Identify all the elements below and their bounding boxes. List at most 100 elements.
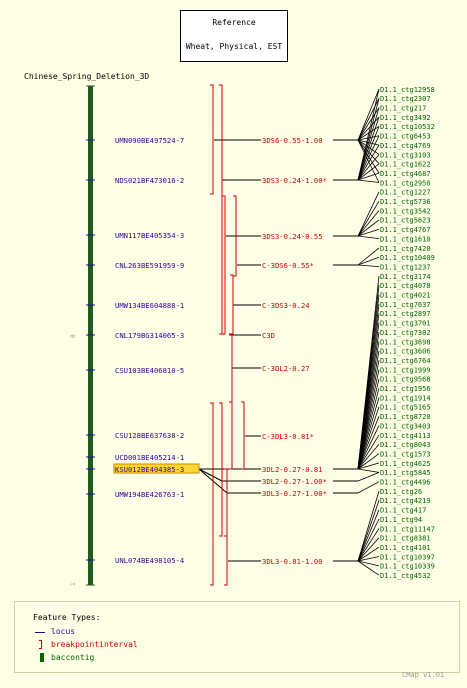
contig-connector: [357, 88, 380, 141]
contig-label[interactable]: D1.1_ctg3606: [380, 348, 431, 356]
locus-label[interactable]: UMW194BE426763-1: [115, 490, 184, 499]
interval-label[interactable]: C3D: [262, 331, 275, 340]
locus-label[interactable]: UCD001BE405214-1: [115, 453, 184, 462]
contig-label[interactable]: D1.1_ctg8728: [380, 413, 431, 421]
interval-label[interactable]: 3DL3-0.27-1.00*: [262, 489, 327, 498]
locus-label[interactable]: UMN090BE497524-7: [115, 136, 184, 145]
contig-label[interactable]: D1.1_ctg3403: [380, 422, 431, 430]
interval-bracket[interactable]: [233, 195, 237, 277]
contig-label[interactable]: D1.1_ctg4021: [380, 292, 431, 300]
contig-label[interactable]: D1.1_ctg4101: [380, 544, 431, 552]
contig-label[interactable]: D1.1_ctg9568: [380, 376, 431, 384]
contig-label[interactable]: D1.1_ctg3174: [380, 273, 431, 281]
contig-label[interactable]: D1.1_ctg12958: [380, 86, 435, 94]
contig-label[interactable]: D1.1_ctg1227: [380, 189, 431, 197]
interval-bracket[interactable]: [219, 402, 223, 537]
contig-label[interactable]: D1.1_ctg10409: [380, 254, 435, 262]
contig-connector: [357, 397, 380, 470]
contig-label[interactable]: D1.1_ctg4496: [380, 479, 431, 487]
contig-label[interactable]: D1.1_ctg5736: [380, 198, 431, 206]
contig-label[interactable]: D1.1_ctg4625: [380, 460, 431, 468]
locus-label[interactable]: UMN117BE405354-3: [115, 231, 184, 240]
version-footer: CMap v1.01: [402, 671, 445, 679]
contig-label[interactable]: D1.1_ctg7637: [380, 301, 431, 309]
contig-label[interactable]: D1.1_ctg94: [380, 516, 422, 524]
contig-label[interactable]: D1.1_ctg4078: [380, 282, 431, 290]
contig-label[interactable]: D1.1_ctg1573: [380, 450, 431, 458]
contig-label[interactable]: D1.1_ctg3103: [380, 151, 431, 159]
contig-label[interactable]: D1.1_ctg4113: [380, 432, 431, 440]
contig-label[interactable]: D1.1_ctg5845: [380, 469, 431, 477]
interval-label[interactable]: C-3DL3-0.81*: [262, 432, 314, 441]
contig-label[interactable]: D1.1_ctg6453: [380, 133, 431, 141]
contig-label[interactable]: D1.1_ctg4219: [380, 497, 431, 505]
map-title[interactable]: Chinese_Spring_Deletion_3D: [24, 72, 149, 81]
interval-bracket[interactable]: [224, 468, 228, 537]
contig-label[interactable]: D1.1_ctg10397: [380, 553, 435, 561]
interval-label[interactable]: 3DS6-0.55-1.00: [262, 136, 323, 145]
interval-label[interactable]: 3DL2-0.27-1.00*: [262, 477, 327, 486]
contig-label[interactable]: D1.1_ctg3701: [380, 320, 431, 328]
interval-bracket[interactable]: [241, 401, 245, 470]
contig-connector: [357, 560, 380, 576]
contig-label[interactable]: D1.1_ctg5623: [380, 217, 431, 225]
contig-connector: [357, 144, 380, 181]
locus-label[interactable]: KSU012BE404385-3: [115, 465, 184, 474]
contig-label[interactable]: D1.1_ctg8043: [380, 441, 431, 449]
contig-connector: [357, 528, 380, 562]
interval-label[interactable]: C-3DS6-0.55*: [262, 261, 314, 270]
contig-label[interactable]: D1.1_ctg8381: [380, 535, 431, 543]
contig-label[interactable]: D1.1_ctg1999: [380, 366, 431, 374]
locus-label[interactable]: CSU128BE637638-2: [115, 431, 184, 440]
locus-line-icon: [35, 632, 45, 633]
contig-label[interactable]: D1.1_ctg6764: [380, 357, 431, 365]
contig-label[interactable]: D1.1_ctg4767: [380, 226, 431, 234]
contig-label[interactable]: D1.1_ctg11147: [380, 525, 435, 533]
interval-bracket[interactable]: [229, 334, 233, 470]
interval-bracket[interactable]: [224, 535, 228, 586]
contig-label[interactable]: D1.1_ctg26: [380, 488, 422, 496]
locus-label[interactable]: CSU103BE406810-5: [115, 366, 184, 375]
interval-label[interactable]: 3DL2-0.27-0.81: [262, 465, 323, 474]
reference-map-box[interactable]: Reference Wheat, Physical, EST: [180, 10, 288, 62]
interval-label[interactable]: 3DS3-0.24-0.55: [262, 232, 323, 241]
locus-label[interactable]: UMW134BE604888-1: [115, 301, 184, 310]
contig-label[interactable]: D1.1_ctg3492: [380, 114, 431, 122]
contig-label[interactable]: D1.1_ctg417: [380, 507, 426, 515]
contig-label[interactable]: D1.1_ctg4687: [380, 170, 431, 178]
contig-connector: [357, 256, 380, 266]
contig-label[interactable]: D1.1_ctg1914: [380, 394, 431, 402]
interval-bracket[interactable]: [222, 195, 226, 335]
contig-label[interactable]: D1.1_ctg7420: [380, 245, 431, 253]
contig-label[interactable]: D1.1_ctg4769: [380, 142, 431, 150]
contig-label[interactable]: D1.1_ctg1622: [380, 161, 431, 169]
locus-label[interactable]: CNL179BG314065-3: [115, 331, 184, 340]
contig-label[interactable]: D1.1_ctg10339: [380, 563, 435, 571]
contig-label[interactable]: D1.1_ctg1610: [380, 235, 431, 243]
interval-bracket[interactable]: [230, 274, 234, 335]
interval-label[interactable]: C-3DL2-0.27: [262, 364, 310, 373]
interval-label[interactable]: 3DS3-0.24-1.00*: [262, 176, 327, 185]
locus-label[interactable]: UNL074BE498105-4: [115, 556, 184, 565]
locus-label[interactable]: NDS021BF473016-2: [115, 176, 184, 185]
interval-bracket[interactable]: [210, 84, 214, 195]
contig-label[interactable]: D1.1_ctg7302: [380, 329, 431, 337]
contig-label[interactable]: D1.1_ctg10532: [380, 123, 435, 131]
contig-label[interactable]: D1.1_ctg4532: [380, 572, 431, 580]
contig-label[interactable]: D1.1_ctg3698: [380, 338, 431, 346]
contig-label[interactable]: D1.1_ctg1237: [380, 263, 431, 271]
contig-label[interactable]: D1.1_ctg3542: [380, 207, 431, 215]
contig-label[interactable]: D1.1_ctg217: [380, 105, 426, 113]
interval-label[interactable]: C-3DS3-0.24: [262, 301, 310, 310]
contig-label[interactable]: D1.1_ctg2950: [380, 179, 431, 187]
contig-label[interactable]: D1.1_ctg5165: [380, 404, 431, 412]
contig-label[interactable]: D1.1_ctg2897: [380, 310, 431, 318]
contig-connector: [357, 264, 380, 268]
locus-label[interactable]: CNL263BE591959-9: [115, 261, 184, 270]
interval-label[interactable]: 3DL3-0.81-1.00: [262, 557, 323, 566]
interval-bracket[interactable]: [219, 84, 223, 335]
contig-label[interactable]: D1.1_ctg1956: [380, 385, 431, 393]
contig-connector: [357, 139, 380, 183]
interval-bracket[interactable]: [210, 402, 214, 586]
contig-label[interactable]: D1.1_ctg2307: [380, 95, 431, 103]
